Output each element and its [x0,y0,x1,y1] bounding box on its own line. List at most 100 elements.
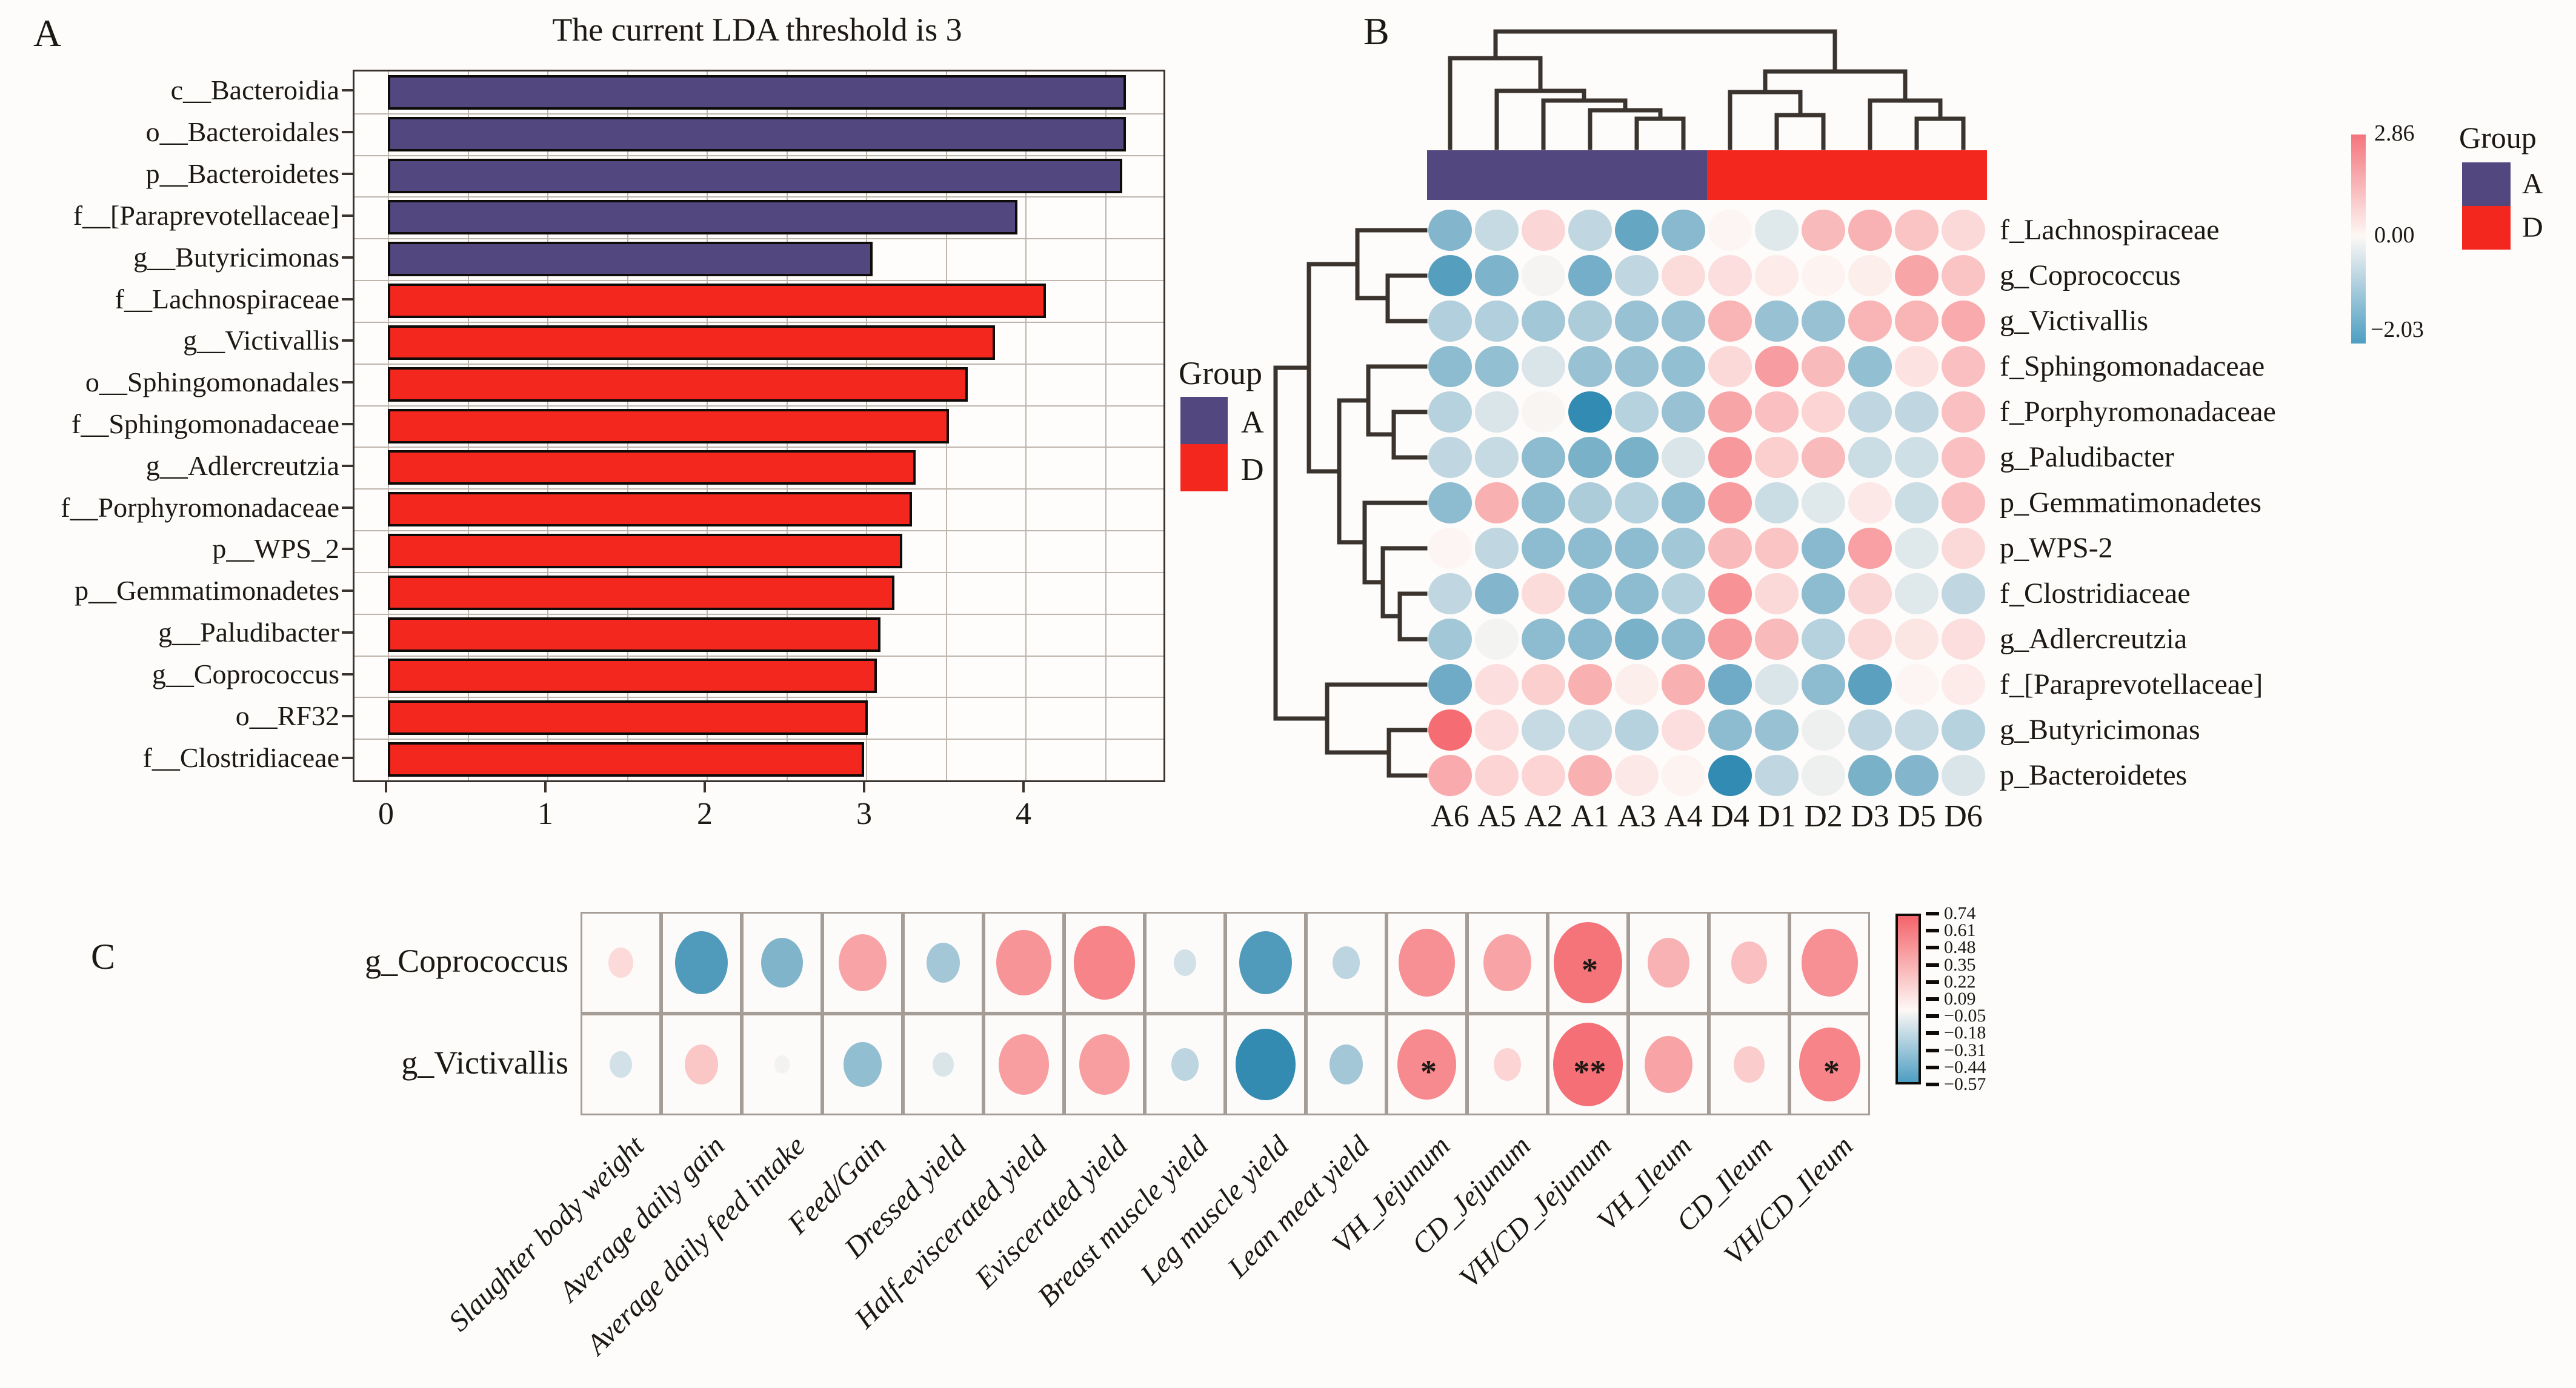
panelC-colorbar [1895,914,1921,1084]
panelB-cell-f_[Paraprevotellaceae]-A3 [1615,664,1659,705]
panelC-bubble [1734,1046,1765,1083]
panelB-column-label: D1 [1757,799,1796,834]
panelC-cell: * [1789,1014,1870,1115]
panelB-cell-f_Porphyromonadaceae-A6 [1428,391,1472,433]
panelB-cell-f_[Paraprevotellaceae]-D5 [1895,664,1939,705]
panelB-cell-p_Bacteroidetes-D1 [1755,755,1799,796]
panelB-cell-p_WPS-2-D3 [1848,528,1892,569]
panelB-cell-g_Coprococcus-D3 [1848,255,1892,296]
bar-f__Sphingomonadaceae [388,408,949,443]
panelC-bubble [1079,1034,1130,1095]
panelA-xtick-label: 0 [378,797,394,831]
panelB-legend-title: Group [2459,121,2537,154]
panelC-cell [581,912,661,1014]
panelC-colorbar-tick-label: −0.31 [1944,1040,1986,1060]
panelC-colorbar-tick-label: 0.61 [1944,920,1976,941]
panelA-gridline-h [354,363,1163,365]
panelA-ytick-mark [342,423,353,425]
panelB-cell-f_[Paraprevotellaceae]-A1 [1568,664,1612,705]
bar-f__Porphyromonadaceae [388,492,913,527]
panelB-cell-g_Butyricimonas-D5 [1895,709,1939,751]
panelB-row-dendrogram [1273,228,1428,778]
panelB-cell-p_Gemmatimonadetes-A1 [1568,482,1612,523]
panelB-cell-g_Paludibacter-D6 [1942,437,1985,478]
panelA-ytick-label: p__WPS_2 [212,533,339,565]
panelB-cell-f_Clostridiaceae-A6 [1428,573,1472,614]
panelB-cell-g_Paludibacter-A3 [1615,437,1659,478]
panelB-cell-g_Paludibacter-A1 [1568,437,1612,478]
panelB-cell-p_WPS-2-A5 [1475,528,1519,569]
panelC-colorbar-tick-mark [1926,1031,1939,1035]
panelA-ytick-label: g__Butyricimonas [133,241,339,273]
panelA-ytick-mark [342,548,353,551]
panelC-bubble [1236,1029,1296,1100]
panelA-ytick-mark [342,131,353,134]
panelA-ytick-mark [342,173,353,176]
panelA-xtick-mark [544,780,547,792]
panelA-ytick-mark [342,631,353,634]
panelB-cell-g_Adlercreutzia-A4 [1662,619,1705,660]
panelB-cell-f_Clostridiaceae-D1 [1755,573,1799,614]
panelB-cell-p_Bacteroidetes-D2 [1802,755,1845,796]
panelA-plot-area [353,70,1165,782]
panelB-cell-f_[Paraprevotellaceae]-A6 [1428,664,1472,705]
panelB-row-label: f_Clostridiaceae [2000,577,2191,609]
panelB-cell-p_WPS-2-A2 [1522,528,1565,569]
panelB-cell-g_Victivallis-D3 [1848,301,1892,342]
panelA-xtick-label: 2 [697,797,713,831]
panelB-cell-f_Porphyromonadaceae-A3 [1615,391,1659,433]
panelC-cell [742,1014,822,1115]
bar-p__Bacteroidetes [388,158,1123,193]
panelB-cell-p_Bacteroidetes-A1 [1568,755,1612,796]
panelB-cell-g_Adlercreutzia-A2 [1522,619,1565,660]
panelC-colorbar-tick-mark [1926,1083,1939,1086]
panelB-row-label: f_Sphingomonadaceae [2000,350,2265,382]
panelC-row-label: g_Coprococcus [365,943,568,979]
panelC-significance-star: * [1823,1054,1840,1090]
panelB-cell-p_Gemmatimonadetes-A4 [1662,482,1705,523]
panelB-cell-g_Coprococcus-D6 [1942,255,1985,296]
panelC-colorbar-tick-mark [1926,963,1939,967]
panelB-cell-f_Sphingomonadaceae-A4 [1662,346,1705,387]
panelB-cell-p_Bacteroidetes-A2 [1522,755,1565,796]
panelB-cell-g_Victivallis-D1 [1755,301,1799,342]
panelB-cell-p_Gemmatimonadetes-D4 [1708,482,1752,523]
panelB-cell-p_Bacteroidetes-D4 [1708,755,1752,796]
panelC-significance-star: * [1582,952,1598,988]
panelA-ytick-mark [342,589,353,593]
panelB-cell-p_Bacteroidetes-D5 [1895,755,1939,796]
panelC-bubble [1647,937,1690,988]
panelA-ytick-mark [342,756,353,759]
panelC-bubble [998,1034,1050,1095]
panelB-column-label: D5 [1897,799,1936,834]
panelB-cell-f_Clostridiaceae-D3 [1848,573,1892,614]
panelB-cell-f_[Paraprevotellaceae]-D6 [1942,664,1985,705]
panelB-cell-g_Adlercreutzia-A5 [1475,619,1519,660]
panelB-cell-f_Sphingomonadaceae-A1 [1568,346,1612,387]
panelC-colorbar-tick-mark [1926,1065,1939,1069]
panelB-legend-swatch-D [2462,206,2511,250]
panelB-cell-g_Butyricimonas-A2 [1522,709,1565,751]
panelA-gridline-h [354,238,1163,240]
panelC-bubble [1332,946,1360,980]
panelC-bubble [1731,941,1768,985]
panelC-row-label: g_Victivallis [401,1044,568,1081]
panelB-cell-g_Paludibacter-A4 [1662,437,1705,478]
panelA-ytick-mark [342,672,353,676]
panelB-cell-f_Clostridiaceae-A3 [1615,573,1659,614]
panelB-column-label: A4 [1664,799,1703,834]
panelB-cell-p_Gemmatimonadetes-D1 [1755,482,1799,523]
panelB-row-label: f_[Paraprevotellaceae] [2000,668,2263,700]
panelB-cell-p_Gemmatimonadetes-A5 [1475,482,1519,523]
panelC-colorbar-tick-mark [1926,1014,1939,1018]
panelA-xtick-label: 1 [537,797,553,831]
panelB-cell-g_Adlercreutzia-D5 [1895,619,1939,660]
panelB-cell-p_Bacteroidetes-A4 [1662,755,1705,796]
panelC-cell [661,1014,742,1115]
panelA-title: The current LDA threshold is 3 [552,12,962,48]
panelB-cell-g_Paludibacter-D4 [1708,437,1752,478]
panelA-ytick-label: o__Sphingomonadales [85,367,339,398]
panelB-label: B [1363,10,1390,53]
panelB-cell-f_Lachnospiraceae-D4 [1708,210,1752,251]
